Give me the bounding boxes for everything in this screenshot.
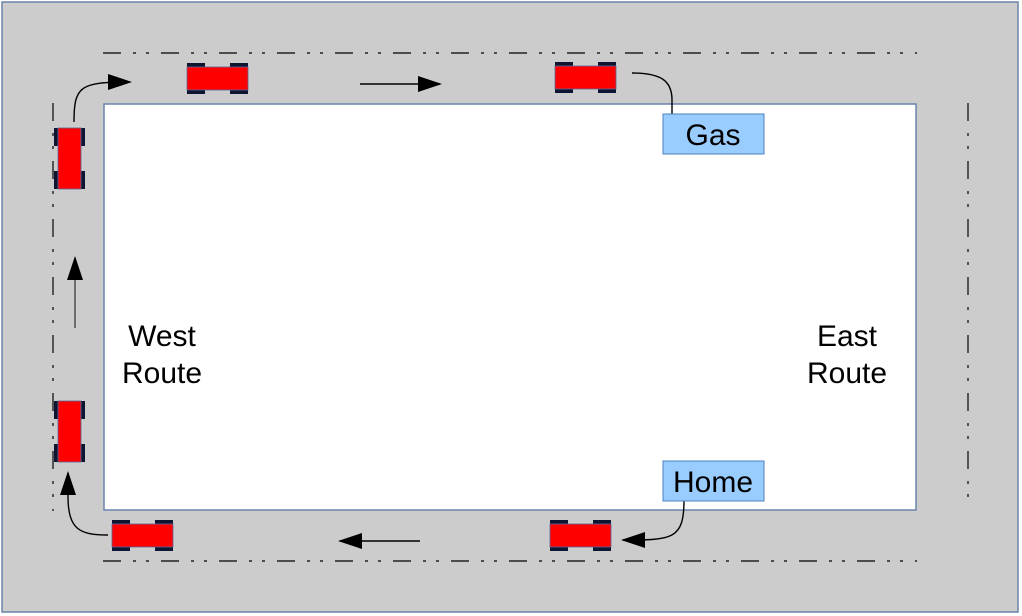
- car-wheel: [555, 62, 573, 66]
- east-route-label-line2: Route: [807, 357, 887, 390]
- car-wheel: [550, 547, 568, 551]
- car-wheel: [81, 444, 85, 462]
- arrow-to-gas: [631, 72, 680, 138]
- car-wheel: [230, 90, 248, 94]
- car-wheel: [54, 171, 58, 189]
- car-wheel: [593, 520, 611, 524]
- car-bottom-left: [111, 520, 174, 551]
- gas-station-label[interactable]: Gas: [662, 113, 765, 155]
- arrow-from-home: [621, 499, 685, 548]
- lane-lines: [52, 52, 969, 562]
- car-wheel: [598, 62, 616, 66]
- car-wheel: [81, 171, 85, 189]
- car-body: [57, 127, 82, 190]
- car-top-left: [186, 63, 249, 94]
- car-wheel: [555, 89, 573, 93]
- east-route-label-line1: East: [817, 320, 878, 353]
- west-route-label-line2: Route: [122, 357, 202, 390]
- car-wheel: [155, 520, 173, 524]
- car-body: [554, 65, 617, 90]
- car-wheel: [81, 128, 85, 146]
- car-wheel: [598, 89, 616, 93]
- home-label[interactable]: Home: [662, 460, 765, 502]
- car-body: [111, 523, 174, 548]
- car-wheel: [112, 547, 130, 551]
- car-wheel: [187, 63, 205, 67]
- car-bottom-right: [549, 520, 612, 551]
- arrow-turn-bottom-left: [60, 471, 109, 536]
- gas-label-text: Gas: [685, 119, 740, 152]
- car-wheel: [54, 444, 58, 462]
- car-wheel: [112, 520, 130, 524]
- city-block: [103, 103, 917, 511]
- car-wheel: [230, 63, 248, 67]
- car-wheel: [550, 520, 568, 524]
- car-left-upper: [54, 127, 85, 190]
- car-wheel: [187, 90, 205, 94]
- car-body: [549, 523, 612, 548]
- car-wheel: [593, 547, 611, 551]
- car-wheel: [54, 128, 58, 146]
- car-left-lower: [54, 400, 85, 463]
- arrow-turn-top-left: [73, 74, 132, 123]
- car-wheel: [155, 547, 173, 551]
- car-wheel: [81, 401, 85, 419]
- west-route-label-line1: West: [128, 320, 196, 353]
- car-top-right: [554, 62, 617, 93]
- home-label-text: Home: [673, 466, 753, 499]
- flow-arrows: [60, 72, 685, 549]
- car-body: [186, 66, 249, 91]
- car-wheel: [54, 401, 58, 419]
- car-body: [57, 400, 82, 463]
